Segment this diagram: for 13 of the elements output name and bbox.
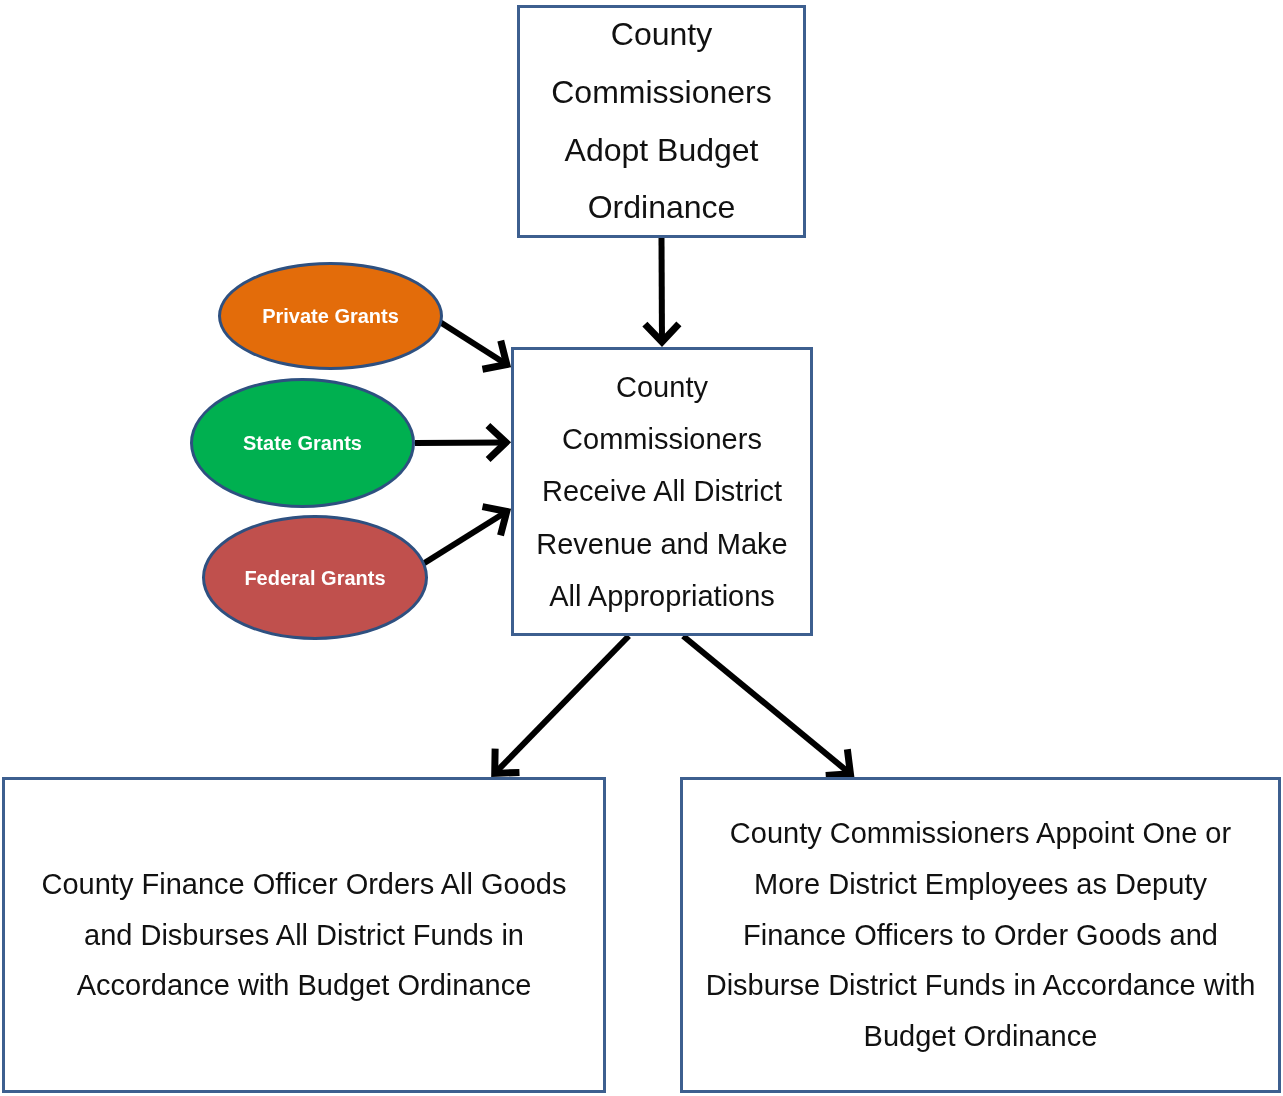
- box-label: County Commissioners Adopt Budget Ordinance: [550, 15, 773, 228]
- process-box: [511, 347, 813, 636]
- process-box: [2, 777, 606, 1093]
- oval-label: State Grants: [243, 431, 362, 456]
- process-box: [680, 777, 1281, 1093]
- process-box: [517, 5, 806, 238]
- box-label: County Finance Officer Orders All Goods and Disburses All District Funds in Accordance with Budget Ordinance: [40, 866, 568, 1004]
- arrow: [414, 422, 510, 463]
- oval-label: Private Grants: [262, 304, 399, 329]
- box-label: County Commissioners Receive All District Revenue and Make All Appropriations: [535, 370, 789, 614]
- box-label: County Commissioners Appoint One or More District Employees as Deputy Finance Officers to Order Goods and Disburse District Funds in Accordance with Budget Ordinance: [704, 816, 1257, 1055]
- arrow: [641, 238, 683, 346]
- oval-label: Federal Grants: [244, 565, 386, 591]
